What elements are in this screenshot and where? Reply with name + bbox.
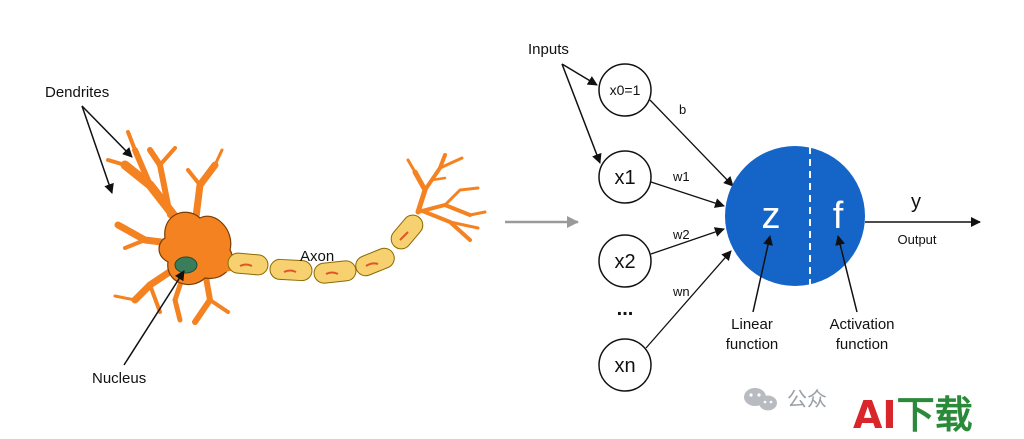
nucleus-arrow	[123, 270, 185, 366]
input-node-x0-label: x0=1	[610, 82, 641, 98]
axon	[227, 214, 424, 284]
input-node-x2-label: x2	[614, 251, 635, 273]
neuron-illustration: Dendrites Axon Nucleus	[45, 84, 487, 387]
linear-label-1: Linear	[731, 316, 773, 333]
input-node-x0: x0=1	[598, 63, 652, 117]
dendrites-label: Dendrites	[45, 84, 109, 101]
edge-x0	[649, 99, 734, 187]
inputs-arrow-1	[561, 63, 598, 86]
dendrites-arrow-1	[81, 105, 133, 158]
input-node-x1-label: x1	[614, 167, 635, 189]
linear-label-2: function	[726, 336, 779, 353]
wechat-icon	[744, 388, 777, 411]
weight-wn: wn	[672, 284, 690, 299]
activation-symbol: f	[833, 195, 844, 237]
neuron-unit: z f	[725, 146, 865, 286]
output-label: Output	[897, 232, 936, 247]
activation-label-1: Activation	[829, 316, 894, 333]
input-node-x2: x2	[598, 234, 652, 288]
weight-w2: w2	[672, 227, 690, 242]
output-symbol: y	[911, 191, 921, 213]
perceptron-diagram: Inputs x0=1 x1 x2 ... xn b w1 w2 wn	[528, 41, 981, 392]
inputs-label: Inputs	[528, 41, 569, 58]
weight-b: b	[679, 102, 686, 117]
nucleus	[174, 256, 198, 274]
linear-arrow	[752, 235, 773, 313]
cell-body	[158, 211, 233, 286]
linear-symbol: z	[762, 195, 781, 237]
input-ellipsis: ...	[617, 298, 634, 320]
input-node-xn: xn	[598, 338, 652, 392]
edge-xn	[645, 250, 732, 349]
brand-logo-rest: 下载	[897, 393, 973, 437]
activation-label-2: function	[836, 336, 889, 353]
brand-logo-ai: AI	[853, 393, 897, 437]
edge-x1	[650, 181, 725, 208]
input-node-xn-label: xn	[614, 355, 635, 377]
dendrites-arrow-2	[81, 105, 114, 194]
axon-label: Axon	[300, 248, 334, 265]
axon-terminals	[406, 153, 487, 242]
edge-x2	[650, 227, 725, 255]
input-node-x1: x1	[598, 150, 652, 204]
inputs-arrow-2	[561, 63, 602, 164]
brand-logo: AI下载	[853, 393, 973, 437]
activation-arrow	[835, 235, 858, 313]
watermark-text: 公众	[787, 387, 827, 411]
watermark: 公众 AI下载	[744, 382, 1022, 437]
weight-w1: w1	[672, 169, 690, 184]
nucleus-label: Nucleus	[92, 370, 146, 387]
